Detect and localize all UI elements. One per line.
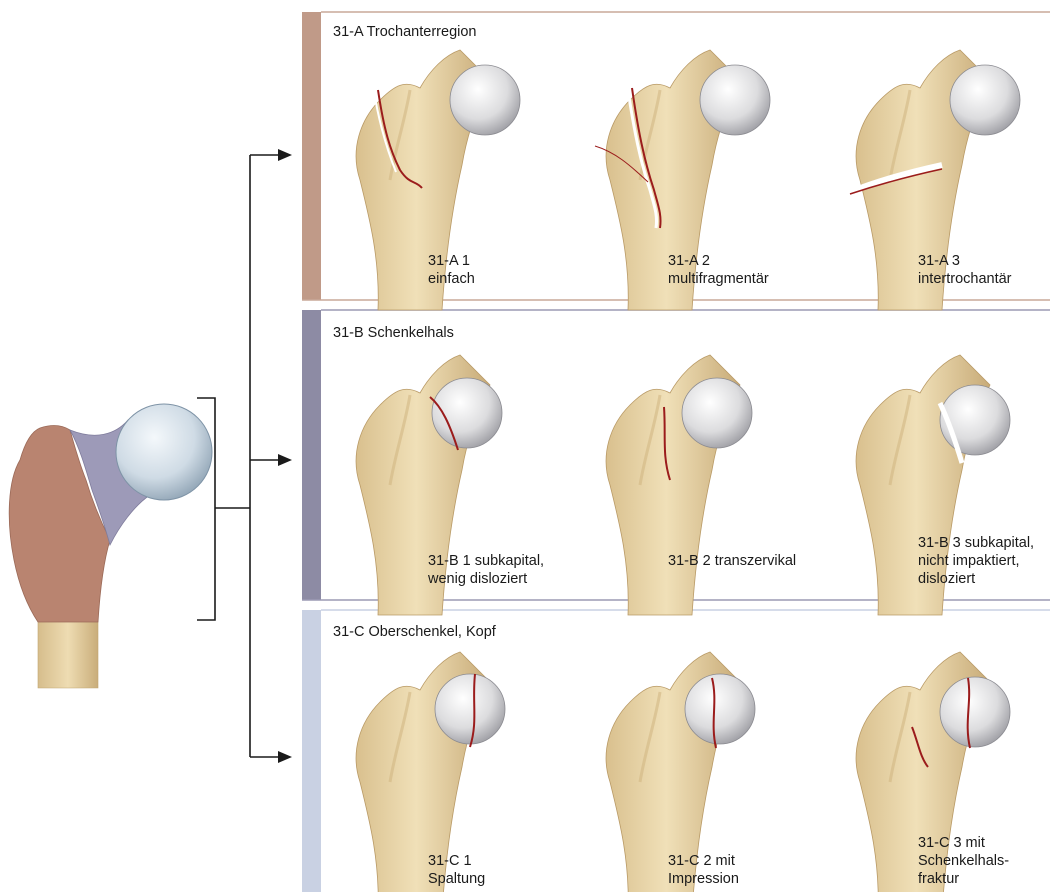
- label-c1-line: Spaltung: [428, 870, 485, 888]
- overview-shaft: [38, 618, 98, 688]
- label-c2: 31-C 2 mit Impression: [668, 852, 739, 888]
- label-c1: 31-C 1 Spaltung: [428, 852, 485, 888]
- section-b-title: 31-B Schenkelhals: [333, 325, 454, 341]
- label-b1-line: wenig disloziert: [428, 570, 544, 588]
- label-b1-line: 31-B 1 subkapital,: [428, 552, 544, 570]
- overview-head: [116, 404, 212, 500]
- label-a3-line: intertrochantär: [918, 270, 1012, 288]
- label-a2-line: 31-A 2: [668, 252, 769, 270]
- label-c2-line: 31-C 2 mit: [668, 852, 739, 870]
- label-a1: 31-A 1 einfach: [428, 252, 475, 288]
- label-b3-line: nicht impaktiert,: [918, 552, 1034, 570]
- femur-b2: [606, 355, 752, 615]
- label-c3: 31-C 3 mit Schenkelhals- fraktur: [918, 834, 1009, 888]
- label-b3-line: disloziert: [918, 570, 1034, 588]
- arrow-head-a: [278, 149, 292, 161]
- label-b2: 31-B 2 transzervikal: [668, 552, 796, 570]
- section-c-title: 31-C Oberschenkel, Kopf: [333, 624, 496, 640]
- label-c3-line: 31-C 3 mit: [918, 834, 1009, 852]
- label-c3-line: Schenkelhals-: [918, 852, 1009, 870]
- section-c-accent: [302, 610, 321, 892]
- label-b1: 31-B 1 subkapital, wenig disloziert: [428, 552, 544, 588]
- section-a-accent: [302, 12, 321, 300]
- label-a2-line: multifragmentär: [668, 270, 769, 288]
- label-c1-line: 31-C 1: [428, 852, 485, 870]
- overview-femur: [9, 404, 212, 688]
- section-b-accent: [302, 310, 321, 600]
- label-a3: 31-A 3 intertrochantär: [918, 252, 1012, 288]
- label-a2: 31-A 2 multifragmentär: [668, 252, 769, 288]
- arrow-heads: [278, 149, 292, 763]
- section-a-title: 31-A Trochanterregion: [333, 24, 476, 40]
- label-a3-line: 31-A 3: [918, 252, 1012, 270]
- label-c2-line: Impression: [668, 870, 739, 888]
- label-b2-line: 31-B 2 transzervikal: [668, 552, 796, 570]
- arrow-head-c: [278, 751, 292, 763]
- arrow-head-b: [278, 454, 292, 466]
- label-b3: 31-B 3 subkapital, nicht impaktiert, dis…: [918, 534, 1034, 588]
- label-b3-line: 31-B 3 subkapital,: [918, 534, 1034, 552]
- label-a1-line: einfach: [428, 270, 475, 288]
- label-c3-line: fraktur: [918, 870, 1009, 888]
- label-a1-line: 31-A 1: [428, 252, 475, 270]
